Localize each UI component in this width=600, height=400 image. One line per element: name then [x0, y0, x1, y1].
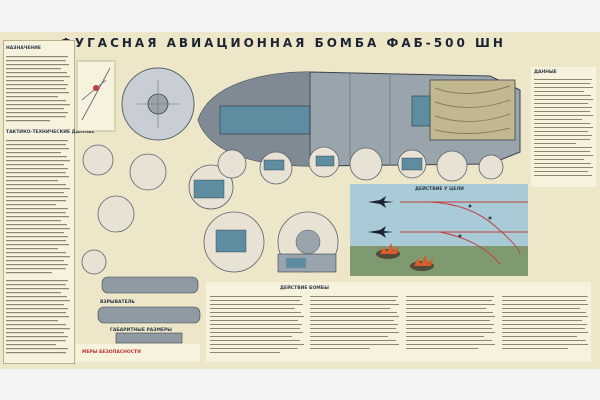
left-subheading: ТАКТИКО-ТЕХНИЧЕСКИЕ ДАННЫЕ [6, 130, 95, 135]
bomb-tail-sphere [121, 67, 195, 141]
assembly-drawings [97, 276, 201, 344]
left-heading: НАЗНАЧЕНИЕ [6, 46, 42, 51]
bottom-left-notes [76, 344, 200, 362]
bomb-dims-caption: ГАБАРИТНЫЕ РАЗМЕРЫ [110, 328, 172, 333]
poster-title: ФУГАСНАЯ АВИАЦИОННАЯ БОМБА ФАБ-500 ШН [60, 36, 506, 50]
scene-caption: ДЕЙСТВИЕ У ЦЕЛИ [415, 187, 464, 192]
right-heading: ДАННЫЕ [534, 70, 557, 75]
bomb-action-scene [350, 184, 528, 276]
mechanism-section [277, 253, 337, 273]
warning-caption: МЕРЫ БЕЗОПАСНОСТИ [82, 350, 141, 355]
left-text-column [3, 40, 75, 364]
aircraft-icon [368, 196, 394, 238]
left-text-lines [6, 56, 70, 354]
detail-panel-top [76, 60, 116, 132]
panel-heading: ДЕЙСТВИЕ БОМБЫ [280, 286, 329, 291]
parachute-pod-icon [411, 79, 516, 141]
right-text-lines [534, 79, 593, 176]
bomb-cutaway-drawing [197, 71, 521, 167]
poster-sheet: ФУГАСНАЯ АВИАЦИОННАЯ БОМБА ФАБ-500 ШН [0, 32, 600, 369]
bottom-text-lines [210, 296, 588, 353]
explosion-icon [376, 243, 434, 271]
fuse-caption: ВЗРЫВАТЕЛЬ [100, 300, 135, 305]
